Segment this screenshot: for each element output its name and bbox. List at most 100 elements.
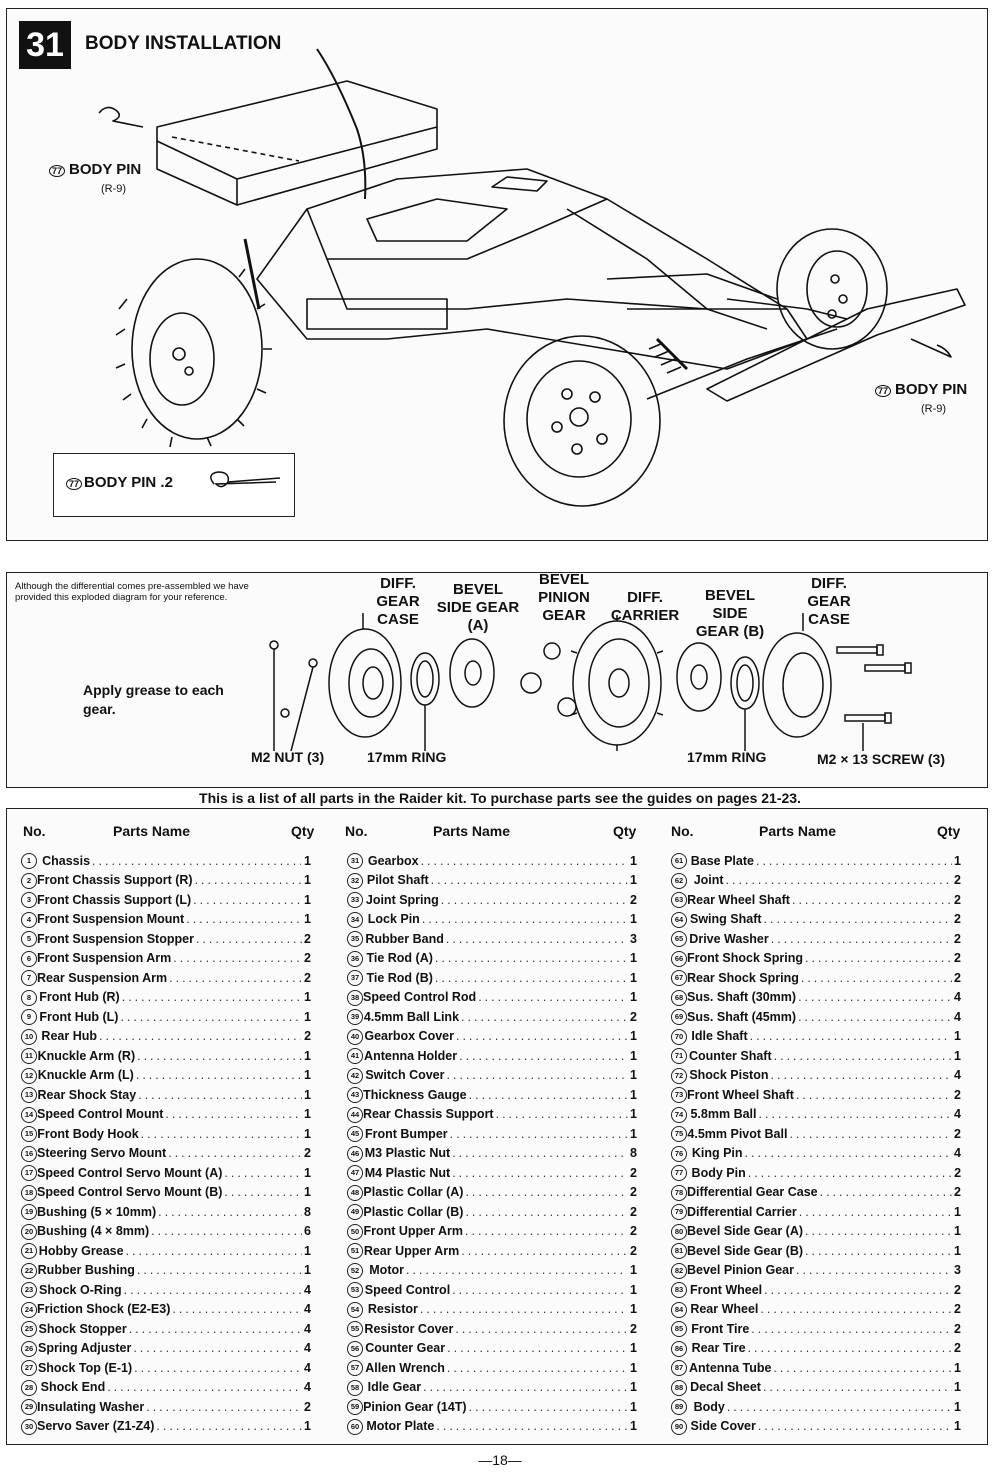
part-name: Body — [693, 1399, 725, 1414]
leader-dots: ........................................… — [819, 1185, 952, 1200]
part-qty: 2 — [304, 970, 311, 985]
body-installation-panel: 31 BODY INSTALLATION — [6, 8, 988, 541]
part-qty: 4 — [304, 1360, 311, 1375]
part-number: 43 — [347, 1086, 363, 1104]
part-number: 60 — [347, 1418, 366, 1435]
part-name: Friction Shock (E2-E3) — [37, 1302, 171, 1317]
part-number: 89 — [671, 1398, 694, 1416]
col-header-no: No. — [345, 823, 368, 839]
part-name: Rear Tire — [691, 1341, 746, 1356]
part-number-badge: 78 — [671, 1184, 687, 1201]
part-number: 79 — [671, 1203, 687, 1221]
part-qty: 1 — [630, 1419, 637, 1434]
body-pin-icon — [210, 471, 281, 488]
part-number-badge: 5 — [21, 931, 37, 948]
part-number-badge: 27 — [21, 1360, 37, 1377]
part-name: Body Pin — [691, 1165, 746, 1180]
leader-dots: ........................................… — [468, 1087, 628, 1102]
part-number: 83 — [671, 1281, 690, 1299]
leader-dots: ........................................… — [795, 1087, 952, 1102]
part-number-badge: 80 — [671, 1223, 687, 1240]
part-number-badge: 61 — [671, 853, 687, 870]
part-number: 25 — [21, 1320, 38, 1338]
part-qty: 4 — [304, 1380, 311, 1395]
part-name: Front Bumper — [365, 1126, 448, 1141]
part-number-badge: 83 — [671, 1282, 687, 1299]
part-number-badge: 70 — [671, 1028, 687, 1045]
part-qty: 2 — [954, 931, 961, 946]
part-number: 57 — [347, 1359, 365, 1377]
part-qty: 1 — [304, 873, 311, 888]
part-qty: 1 — [954, 853, 961, 868]
part-number-badge: 63 — [671, 892, 687, 909]
part-number: 51 — [347, 1242, 364, 1260]
part-qty: 2 — [630, 1321, 637, 1336]
part-number: 32 — [347, 872, 367, 889]
part-number: 42 — [347, 1067, 365, 1084]
part-number: 14 — [21, 1106, 37, 1123]
part-name: Front Chassis Support (R) — [37, 873, 193, 888]
part-name: Drive Washer — [689, 931, 769, 946]
part-qty: 1 — [630, 1107, 637, 1122]
leader-dots: ........................................… — [795, 1263, 952, 1278]
part-name: Front Shock Spring — [687, 951, 803, 966]
part-number-badge: 49 — [347, 1204, 363, 1221]
part-name: Insulating Washer — [37, 1399, 145, 1414]
part-qty: 1 — [304, 1419, 311, 1434]
leader-dots: ........................................… — [764, 1282, 952, 1297]
leader-dots: ........................................… — [461, 1009, 628, 1024]
leader-dots: ........................................… — [789, 1126, 952, 1141]
leader-dots: ........................................… — [436, 1419, 628, 1434]
part-name: Motor Plate — [366, 1419, 435, 1434]
part-number: 18 — [21, 1184, 37, 1201]
part-number: 12 — [21, 1067, 38, 1084]
part-number-badge: 66 — [671, 950, 687, 967]
part-qty: 1 — [954, 1048, 961, 1063]
part-number-badge: 84 — [671, 1301, 687, 1318]
part-number-badge: 11 — [21, 1048, 37, 1065]
leader-dots: ........................................… — [195, 931, 302, 946]
part-qty: 1 — [954, 1243, 961, 1258]
part-name: Idle Gear — [367, 1380, 422, 1395]
part-qty: 1 — [630, 912, 637, 927]
part-qty: 3 — [954, 1263, 961, 1278]
car-illustration — [98, 48, 966, 507]
part-name: Front Wheel — [689, 1282, 763, 1297]
part-qty: 2 — [630, 1204, 637, 1219]
part-name: Bevel Side Gear (B) — [687, 1243, 804, 1258]
part-name: Front Hub (L) — [39, 1009, 119, 1024]
leader-dots: ........................................… — [158, 1204, 303, 1219]
leader-dots: ........................................… — [760, 1302, 952, 1317]
leader-dots: ........................................… — [465, 1204, 628, 1219]
part-name: Rubber Bushing — [37, 1263, 135, 1278]
part-name: Plastic Collar (B) — [363, 1204, 464, 1219]
part-number-badge: 41 — [347, 1048, 363, 1065]
leader-dots: ........................................… — [440, 892, 628, 907]
part-name: Shock Top (E-1) — [37, 1360, 133, 1375]
part-name: Gearbox Cover — [364, 1029, 454, 1044]
part-name: Speed Control Rod — [363, 990, 477, 1005]
part-number: 19 — [21, 1203, 37, 1221]
part-qty: 1 — [304, 1165, 311, 1180]
leader-dots: ........................................… — [128, 1321, 303, 1336]
part-qty: 1 — [630, 1399, 637, 1414]
part-qty: 2 — [954, 892, 961, 907]
part-qty: 1 — [630, 1302, 637, 1317]
leader-dots: ........................................… — [455, 1321, 628, 1336]
part-qty: 1 — [954, 1380, 961, 1395]
part-name: Speed Control Mount — [37, 1107, 164, 1122]
